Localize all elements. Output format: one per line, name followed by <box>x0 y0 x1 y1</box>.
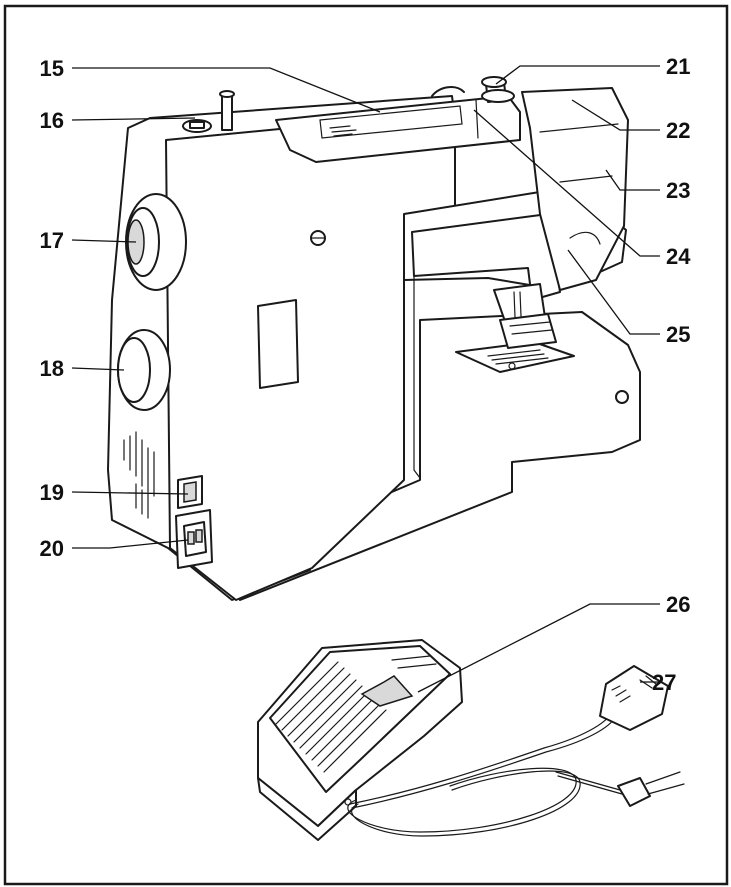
foot-controller <box>257 639 463 841</box>
front-window <box>257 299 299 389</box>
sewing-machine <box>107 76 641 601</box>
callout-16: 16 <box>40 108 64 133</box>
vents <box>123 431 155 519</box>
diagram-frame <box>3 4 729 886</box>
callout-21: 21 <box>666 54 690 79</box>
callout-17: 17 <box>40 228 64 253</box>
leader-lines <box>71 65 660 693</box>
callout-23: 23 <box>666 178 690 203</box>
callout-20: 20 <box>40 536 64 561</box>
callout-27: 27 <box>652 670 676 695</box>
mains-plug <box>617 777 651 807</box>
machine-head <box>521 87 629 291</box>
callout-24: 24 <box>666 244 691 269</box>
callout-15: 15 <box>40 56 64 81</box>
spool-pin-16 <box>221 93 233 131</box>
callout-22: 22 <box>666 118 690 143</box>
stitch-dial <box>117 329 171 411</box>
callout-18: 18 <box>40 356 64 381</box>
callout-25: 25 <box>666 322 690 347</box>
callout-labels: 15 16 17 18 19 20 21 22 23 24 25 26 27 <box>40 54 692 695</box>
callout-26: 26 <box>666 592 690 617</box>
power-switch <box>177 475 203 509</box>
callout-19: 19 <box>40 480 64 505</box>
power-socket <box>175 509 213 569</box>
